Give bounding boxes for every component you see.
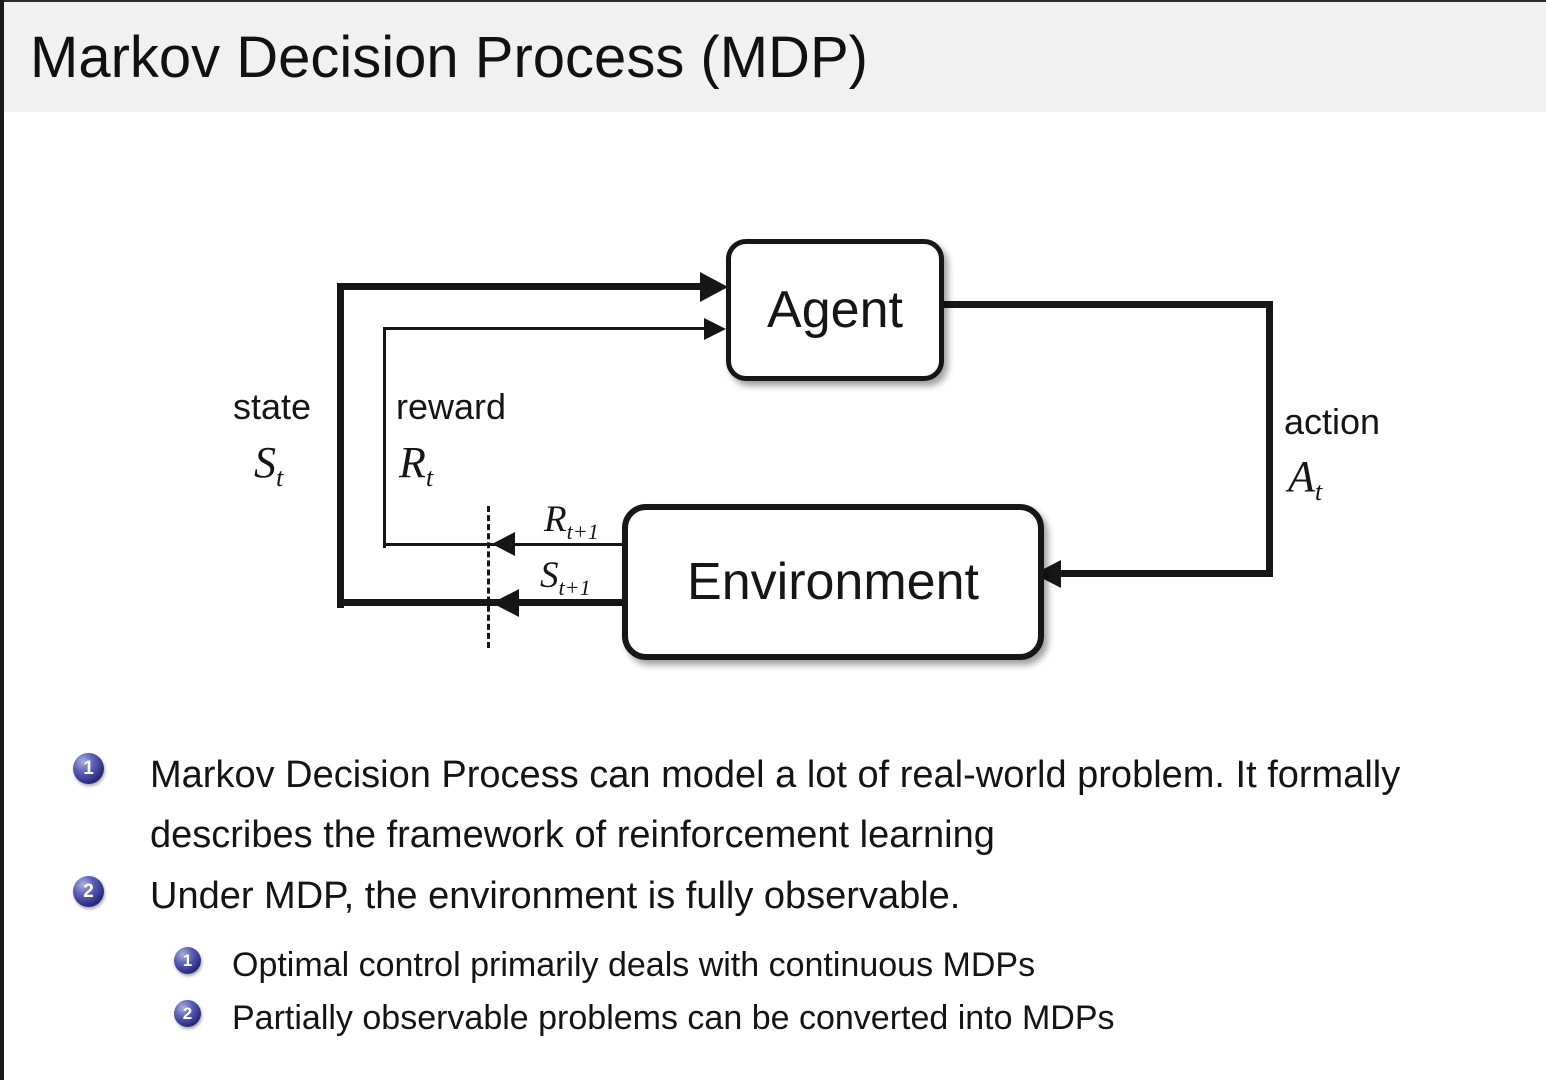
next-state-line: [337, 599, 623, 606]
action-vertical-line: [1266, 301, 1273, 577]
next-state-symbol: St+1: [540, 555, 591, 600]
next-reward-symbol: Rt+1: [544, 499, 599, 544]
time-boundary-dashed-line: [487, 506, 490, 648]
reward-label: reward: [396, 386, 507, 427]
list-subitem-2-text: Partially observable problems can be con…: [232, 999, 1115, 1037]
list-subitem-1-bullet: 1: [174, 947, 201, 974]
screen-left-edge: [0, 0, 4, 1080]
reward-vertical-line: [383, 327, 386, 548]
action-from-agent-line: [932, 301, 1273, 308]
next-reward-arrowhead-left-icon: [492, 532, 515, 556]
list-item-2-text: Under MDP, the environment is fully obse…: [150, 875, 961, 917]
next-state-arrowhead-left-icon: [492, 589, 519, 617]
state-arrowhead-right-icon: [700, 272, 728, 302]
state-label: state: [233, 386, 312, 427]
reward-symbol: Rt: [399, 438, 434, 493]
environment-label: Environment: [687, 553, 979, 611]
list-subitem-2-bullet: 2: [174, 1000, 201, 1027]
agent-label: Agent: [767, 281, 903, 339]
action-label: action: [1284, 401, 1381, 442]
state-to-agent-line: [337, 283, 702, 290]
action-to-environment-line: [1056, 570, 1273, 577]
list-item-1-text: Markov Decision Process can model a lot …: [150, 754, 1401, 856]
list-subitem-1-text: Optimal control primarily deals with con…: [232, 946, 1036, 984]
title-bar: Markov Decision Process (MDP): [4, 2, 1546, 112]
list-item-1-bullet: 1: [73, 753, 104, 784]
screen-top-edge: [0, 0, 1546, 2]
state-vertical-line: [337, 283, 344, 608]
reward-to-agent-line: [383, 327, 705, 330]
list-item-2-bullet: 2: [73, 876, 104, 907]
state-symbol: St: [254, 438, 284, 493]
agent-box: Agent: [726, 239, 944, 381]
page-title: Markov Decision Process (MDP): [30, 24, 868, 90]
action-symbol: At: [1288, 452, 1323, 507]
reward-arrowhead-right-icon: [704, 318, 726, 340]
environment-box: Environment: [622, 504, 1044, 660]
